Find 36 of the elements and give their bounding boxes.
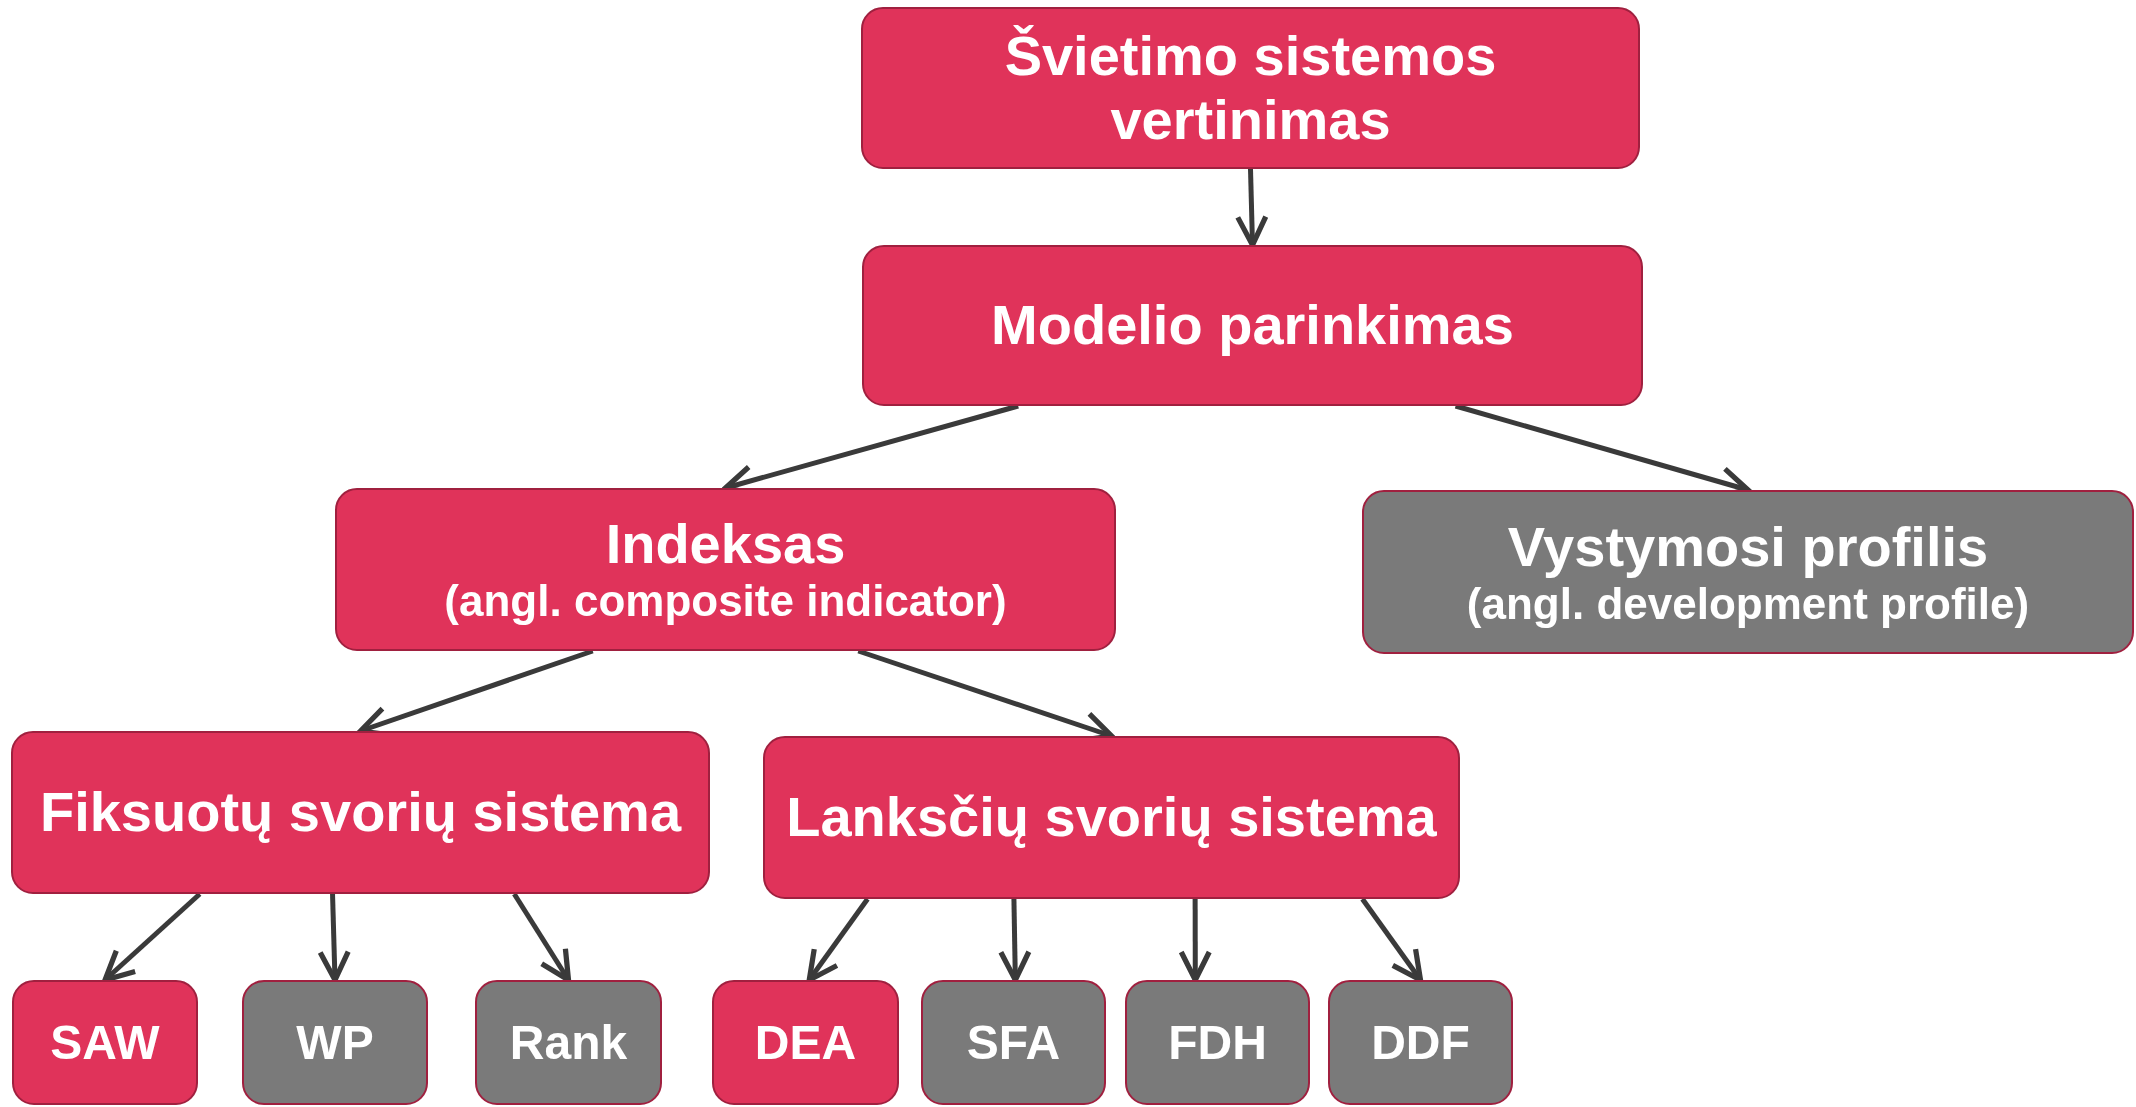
category-box [1362,490,2134,654]
box-title: Fiksuotų svorių sistema [39,780,682,845]
box-title: WP [296,1014,374,1071]
arrow [1235,168,1269,248]
arrow [1178,899,1212,983]
method-box [712,980,899,1105]
box-title: FDH [1168,1014,1267,1071]
box-subtitle: (angl. composite indicator) [444,576,1007,627]
box-title: Švietimo sistemos vertinimas [1003,23,1498,153]
arrow [998,898,1032,983]
method-box [475,980,662,1105]
arrow [1360,897,1424,983]
box-title: SFA [966,1014,1061,1071]
arrow [512,892,572,983]
category-box [763,736,1460,899]
box-title: Indeksas [605,512,846,577]
method-box [242,980,428,1105]
category-box [861,7,1640,169]
category-box [11,731,710,894]
arrow [102,892,202,983]
box-title: Vystymosi profilis [1507,514,1989,579]
box-title: Rank [509,1014,628,1071]
method-box [1125,980,1310,1105]
arrow [317,893,351,983]
method-box [921,980,1106,1105]
method-box [1328,980,1513,1105]
arrow [806,897,870,983]
method-box [12,980,198,1105]
box-title: DEA [754,1014,857,1071]
box-title: DDF [1371,1014,1470,1071]
category-box [335,488,1116,651]
box-title: Lanksčių svorių sistema [786,785,1437,850]
category-box [862,245,1643,406]
box-subtitle: (angl. development profile) [1466,578,2030,630]
box-title: Modelio parinkimas [991,293,1514,358]
box-title: SAW [50,1014,160,1071]
